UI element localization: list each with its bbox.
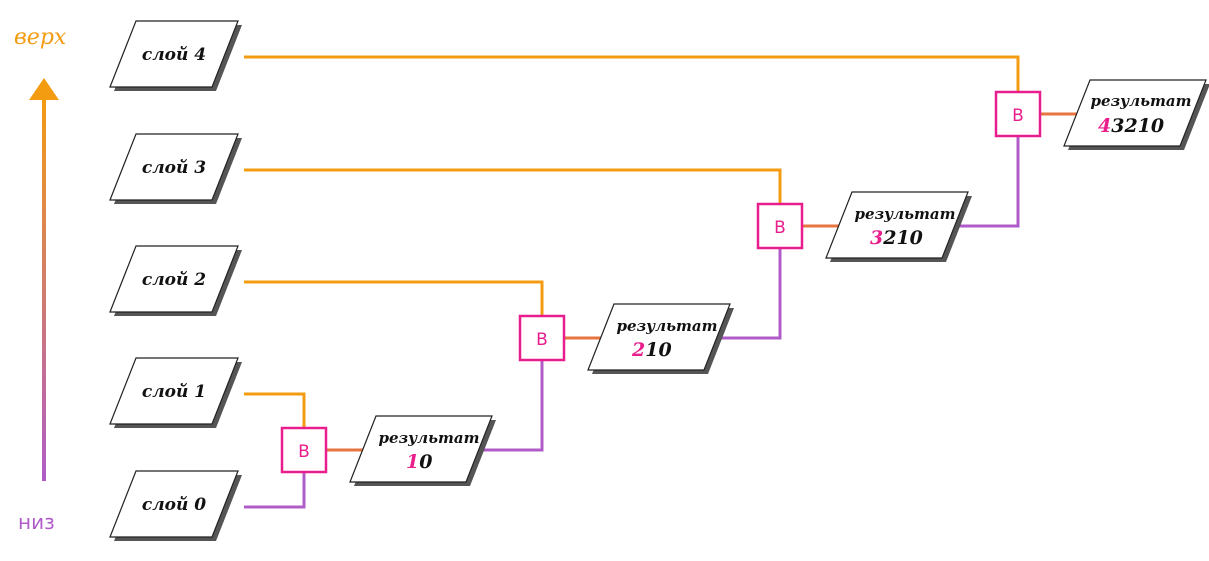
- result-2-rest-digits: 10: [645, 339, 671, 361]
- connector-layer0: [244, 472, 306, 509]
- blend-box-0-label: B: [298, 442, 310, 462]
- connector-result1-b1: [482, 360, 544, 452]
- blend-box-1: B: [518, 314, 566, 362]
- layer-2: слой 2: [109, 245, 242, 316]
- connector-result3-b3: [958, 136, 1020, 228]
- result-3-value: 3210: [870, 227, 923, 249]
- blend-box-3: B: [994, 90, 1042, 138]
- result-4-rest-digits: 3210: [1111, 115, 1164, 137]
- layer-3-label: слой 3: [142, 158, 206, 178]
- result-3-label: результат: [855, 205, 956, 223]
- result-2-highlight-digit: 2: [631, 339, 645, 361]
- result-2: результат 210: [587, 303, 734, 374]
- connector-layer3: [244, 168, 782, 206]
- connector-layer1: [244, 392, 306, 428]
- axis-top-label: верх: [14, 25, 67, 50]
- result-1-label: результат: [379, 429, 480, 447]
- result-3-highlight-digit: 3: [870, 227, 883, 249]
- result-3-rest-digits: 210: [882, 227, 923, 249]
- layer-4: слой 4: [109, 20, 242, 91]
- connectors: [244, 55, 1082, 509]
- layer-1: слой 1: [109, 357, 242, 428]
- result-3: результат 3210: [825, 191, 972, 262]
- axis-arrow-up-icon: [29, 78, 59, 100]
- layer-1-label: слой 1: [142, 382, 206, 402]
- blend-box-2: B: [756, 202, 804, 250]
- result-4-label: результат: [1091, 92, 1192, 110]
- connector-layer4: [244, 55, 1020, 92]
- layer-4-label: слой 4: [142, 45, 206, 65]
- axis-bottom-label: низ: [18, 510, 55, 534]
- result-1-value: 10: [406, 451, 432, 473]
- result-4-value: 43210: [1098, 115, 1164, 137]
- blend-box-0: B: [280, 426, 328, 474]
- layer-3: слой 3: [109, 133, 242, 204]
- result-2-value: 210: [631, 339, 672, 361]
- blend-box-1-label: B: [536, 330, 548, 350]
- result-1-highlight-digit: 1: [406, 451, 419, 473]
- result-4-highlight-digit: 4: [1098, 115, 1111, 137]
- result-4: результат 43210: [1063, 79, 1209, 150]
- connector-layer2: [244, 280, 544, 316]
- results: результат 10 результат 210 результат 321…: [349, 79, 1209, 486]
- result-1: результат 10: [349, 415, 496, 486]
- blend-boxes: B B B B: [280, 90, 1042, 474]
- blend-box-2-label: B: [774, 218, 786, 238]
- result-1-rest-digits: 0: [419, 451, 432, 473]
- connector-result2-b2: [720, 248, 782, 340]
- layer-0: слой 0: [109, 470, 242, 541]
- result-2-label: результат: [617, 317, 718, 335]
- axis-arrow-shaft: [42, 97, 46, 481]
- layers: слой 4 слой 3 слой 2 слой 1 слой 0: [109, 20, 242, 541]
- blend-box-3-label: B: [1012, 106, 1024, 126]
- vertical-axis: верх низ: [14, 25, 67, 534]
- layer-2-label: слой 2: [142, 270, 206, 290]
- layer-0-label: слой 0: [142, 495, 206, 515]
